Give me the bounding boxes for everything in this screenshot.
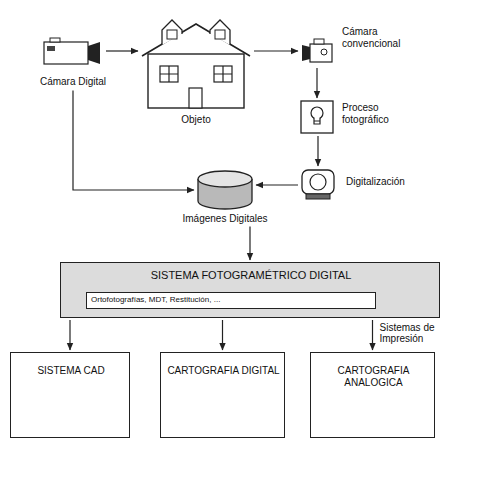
node-label: Proceso fotográfico: [342, 102, 406, 125]
icon-node: Cámara Digital: [42, 36, 104, 66]
icon-node: Proceso fotográfico: [300, 100, 334, 134]
flow-arrow: [249, 227, 250, 261]
box-text: Ortofotografías, MDT, Restitución, ...: [91, 295, 373, 304]
flow-arrow: [222, 320, 223, 350]
flow-arrow: [254, 50, 298, 51]
camconv-symbol: [300, 36, 334, 66]
process-box: CARTOGRAFIA DIGITAL: [160, 352, 285, 438]
icon-node: Digitalización: [300, 168, 336, 200]
box-text: SISTEMA CAD: [17, 365, 125, 377]
node-label: Imágenes Digitales: [156, 213, 294, 225]
icon-node: Cámara convencional: [300, 36, 334, 66]
process-box: SISTEMA CAD: [10, 352, 130, 438]
flow-arrow: [316, 68, 317, 98]
flow-arrow: [317, 136, 318, 166]
bulb-symbol: [300, 100, 334, 134]
process-box: SISTEMA FOTOGRAMÉTRICO DIGITAL Ortofotogr…: [60, 262, 440, 318]
camdig-symbol: [42, 36, 104, 66]
process-box: CARTOGRAFIA ANALOGICA: [310, 352, 435, 438]
process-box: Ortofotografías, MDT, Restitución, ...: [86, 292, 376, 309]
icon-node: Objeto: [140, 12, 252, 110]
node-label: Cámara Digital: [20, 76, 126, 88]
box-text: CARTOGRAFIA ANALOGICA: [317, 365, 430, 388]
node-label: Objeto: [140, 114, 252, 126]
node-label: Cámara convencional: [342, 26, 412, 49]
box-text: SISTEMA FOTOGRAMÉTRICO DIGITAL: [61, 269, 441, 282]
node-label: Digitalización: [346, 176, 436, 188]
flow-arrow: [106, 50, 138, 51]
house-symbol: [140, 12, 252, 110]
box-text: CARTOGRAFIA DIGITAL: [167, 365, 280, 377]
flow-arrow: [256, 184, 298, 185]
icon-node: Imágenes Digitales: [196, 170, 254, 210]
scan-symbol: [300, 168, 336, 200]
cyl-symbol: [196, 170, 254, 210]
flow-arrow: [69, 320, 70, 350]
flow-arrow: [372, 320, 373, 350]
edge-label: Sistemas de Impresión: [379, 322, 443, 345]
